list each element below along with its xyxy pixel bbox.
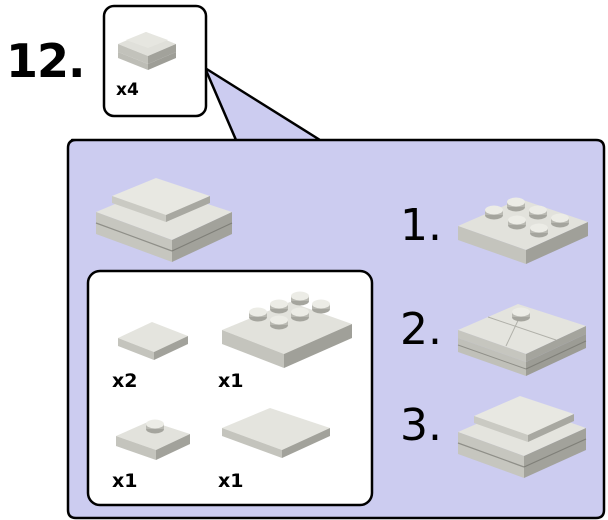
part-quantity-tile-1x2: x2 — [112, 370, 138, 392]
substep-1-illustration — [458, 197, 588, 264]
part-tile-1x2 — [118, 322, 188, 360]
substep-label-3: 3. — [400, 400, 442, 451]
substep-3-illustration — [457, 396, 587, 478]
submodel-assembly — [95, 178, 233, 262]
part-plate-2x3 — [222, 291, 352, 368]
part-tile-2x2 — [222, 408, 330, 458]
part-quantity-plate-1x2-stud: x1 — [112, 470, 138, 492]
part-plate-1x2-stud — [116, 419, 190, 460]
step-number: 12. — [6, 34, 85, 88]
submodel-multiplier: x4 — [116, 80, 139, 100]
part-quantity-tile-2x2: x1 — [218, 470, 244, 492]
substep-label-2: 2. — [400, 304, 442, 355]
substep-2-illustration — [457, 304, 587, 376]
part-quantity-plate-2x3: x1 — [218, 370, 244, 392]
substep-label-1: 1. — [400, 200, 442, 251]
submodel-thumbnail — [118, 32, 176, 70]
